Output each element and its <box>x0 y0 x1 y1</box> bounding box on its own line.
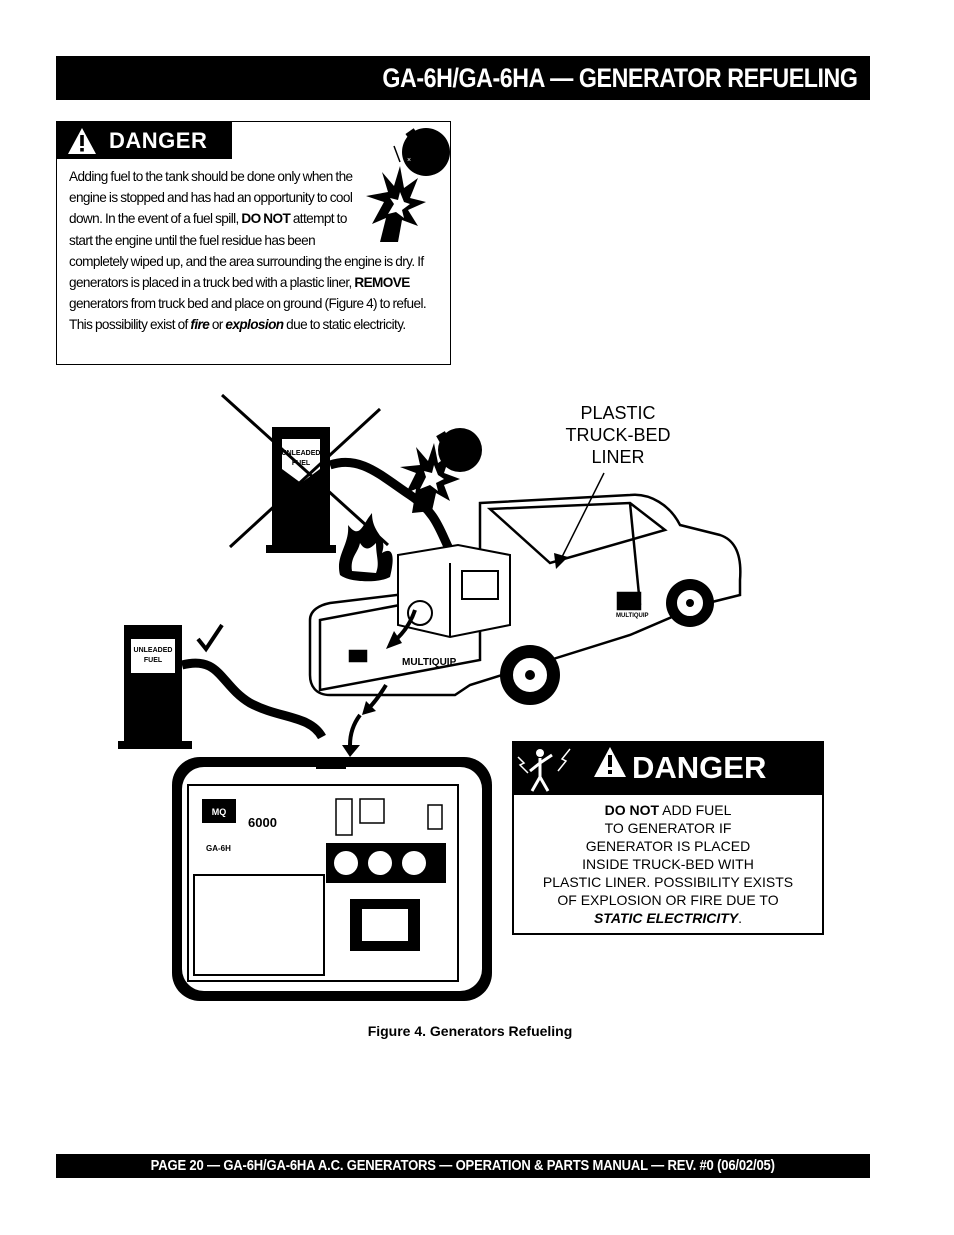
checkmark-icon <box>196 623 224 653</box>
svg-text:TO GENERATOR IF: TO GENERATOR IF <box>605 820 732 836</box>
svg-text:STATIC ELECTRICITY.: STATIC ELECTRICITY. <box>594 910 742 926</box>
svg-text:TRUCK-BED: TRUCK-BED <box>565 425 670 445</box>
svg-text:6000: 6000 <box>248 815 277 830</box>
svg-text:INSIDE TRUCK-BED WITH: INSIDE TRUCK-BED WITH <box>582 856 754 872</box>
truck-wheels <box>500 579 714 705</box>
explosion-icon: × <box>366 128 450 242</box>
warning-triangle-icon <box>68 127 96 154</box>
svg-text:DANGER: DANGER <box>632 750 766 785</box>
danger-notice-box: DANGER × Adding fuel to the tank should … <box>56 121 451 365</box>
generator-on-ground: MQ 6000 GA-6H <box>172 757 492 1001</box>
danger-heading: DANGER <box>109 127 208 153</box>
plastic-liner-label: PLASTIC TRUCK-BED LINER <box>554 403 671 569</box>
svg-text:MULTIQUIP: MULTIQUIP <box>616 613 649 619</box>
svg-text:GENERATOR IS PLACED: GENERATOR IS PLACED <box>586 838 750 854</box>
danger-paragraph: Adding fuel to the tank should be done o… <box>69 169 427 333</box>
danger-header: DANGER <box>57 122 232 159</box>
approved-fuel-pump: UNLEADED FUEL <box>118 623 326 749</box>
page-title: GA-6H/GA-6HA — GENERATOR REFUELING <box>382 62 859 93</box>
svg-text:DO NOT ADD FUEL: DO NOT ADD FUEL <box>605 802 732 818</box>
danger-decal: DANGER DO NOT ADD FUEL TO GENERATOR IF G… <box>512 741 824 935</box>
crossed-out-fuel-pump: UNLEADED FUEL <box>220 393 459 563</box>
svg-text:GA-6H: GA-6H <box>206 844 231 853</box>
svg-text:MULTIQUIP: MULTIQUIP <box>402 657 457 668</box>
svg-text:PLASTIC: PLASTIC <box>580 403 655 423</box>
generator-in-truck-bed <box>397 543 511 639</box>
svg-text:LINER: LINER <box>591 447 644 467</box>
page-title-bar: GA-6H/GA-6HA — GENERATOR REFUELING <box>56 56 870 100</box>
refueling-illustration: UNLEADED FUEL MULTIQUIP MULTIQUIP <box>118 393 824 1001</box>
svg-text:PLASTIC LINER. POSSIBILITY EXI: PLASTIC LINER. POSSIBILITY EXISTS <box>543 874 793 890</box>
svg-text:FUEL: FUEL <box>144 657 163 664</box>
footer-text: PAGE 20 — GA-6H/GA-6HA A.C. GENERATORS —… <box>150 1158 776 1174</box>
svg-text:FUEL: FUEL <box>292 460 311 467</box>
svg-text:UNLEADED: UNLEADED <box>282 450 321 457</box>
svg-text:UNLEADED: UNLEADED <box>134 647 173 654</box>
figure-caption: Figure 4. Generators Refueling <box>367 1023 573 1039</box>
svg-text:×: × <box>407 157 411 164</box>
page-footer: PAGE 20 — GA-6H/GA-6HA A.C. GENERATORS —… <box>56 1154 870 1178</box>
truck-explosion-icon <box>400 428 482 513</box>
svg-text:MQ: MQ <box>212 807 227 817</box>
svg-text:OF EXPLOSION OR FIRE DUE TO: OF EXPLOSION OR FIRE DUE TO <box>557 892 778 908</box>
